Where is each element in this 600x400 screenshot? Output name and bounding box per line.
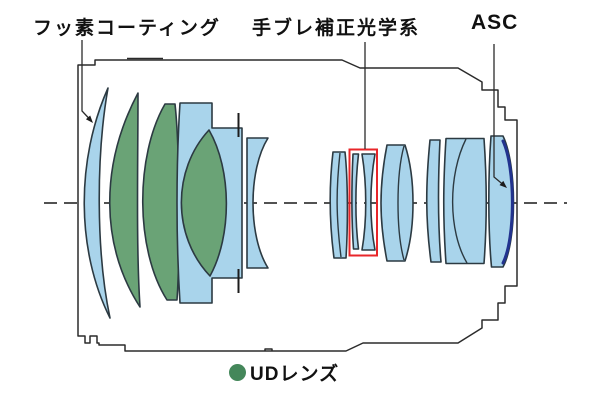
lens-element-9-cement-line	[451, 138, 468, 264]
lens-element-7-doublet	[380, 144, 414, 262]
lens-element-4-ud-biconvex	[180, 129, 228, 277]
lens-element-7-cement-line	[397, 145, 405, 261]
asc-coating-arc	[501, 139, 514, 265]
label-image-stabilizer: 手ブレ補正光学系	[252, 18, 421, 39]
is-lens-element-2-biconcave	[361, 153, 376, 251]
focus-ring-ridge-bottom	[264, 348, 273, 351]
fluorine-arrowhead-icon	[85, 115, 93, 123]
label-asc: ASC	[471, 11, 519, 34]
lens-element-6-cement-line	[336, 152, 342, 258]
label-fluorine-coating: フッ素コーティング	[33, 18, 221, 39]
lens-element-5-concave	[246, 137, 269, 269]
ud-lens-legend-dot-icon	[229, 364, 246, 381]
lens-element-8-thin	[425, 139, 442, 263]
lens-element-1-front-meniscus	[83, 87, 111, 319]
lens-element-2-ud	[108, 92, 141, 308]
stabilizer-highlight-box	[348, 148, 378, 257]
ud-lens-legend: UDレンズ	[229, 359, 339, 386]
lens-element-9-doublet	[442, 137, 488, 265]
asc-arrowhead-icon	[499, 180, 507, 188]
lens-barrel-outline	[77, 59, 518, 352]
lens-element-3-ud	[142, 103, 180, 301]
lens-element-6-doublet	[329, 151, 349, 259]
is-lens-element-1	[351, 153, 360, 250]
asc-leader-line	[493, 44, 504, 185]
ud-lens-legend-label: UDレンズ	[250, 364, 340, 385]
fluorine-leader-line	[81, 40, 91, 120]
